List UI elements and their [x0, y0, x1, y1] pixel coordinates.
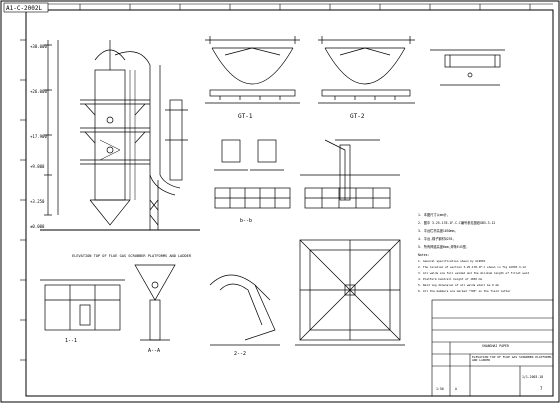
- note-7: 1. General specification shown by GL9001: [418, 259, 486, 263]
- plan-view: [295, 239, 405, 346]
- top-left-label: A1-C-2002L: [6, 5, 43, 12]
- top-right-detail: [430, 49, 505, 86]
- section-1-view: [40, 279, 125, 331]
- notes: 1. 本图尺寸以mm计， 2. 图中 3-25-178-1F-C-C编号参见图纸…: [418, 212, 529, 293]
- title-wrap: ELEVATION TOP OF FLUE GAS SCRUBBER PLATF…: [472, 356, 552, 363]
- elev-mark-1: +38.000: [30, 44, 47, 49]
- elev-mark-6: ±0.000: [30, 224, 45, 229]
- note-4: 4. 平台,梯子钢材Q235,: [418, 236, 454, 241]
- note-8: 2. The location of section 3-25-178-1F-C…: [418, 265, 526, 269]
- note-11: 5. Weld leg dimension of all welds shall…: [418, 283, 499, 287]
- elevation-marks: +38.000 +26.000 +17.900 +9.800 +3.250 ±0…: [30, 44, 47, 229]
- top-ruler: [26, 3, 553, 10]
- note-2: 2. 图中 3-25-178-1F-C-C编号参见图纸GB3-3-12: [418, 220, 495, 225]
- drawing-no: 1/1-2003-18: [522, 375, 543, 379]
- note-5: 5. 所有焊缝高度6mm,焊条E43型,: [418, 244, 468, 249]
- sheet-number: 7: [540, 386, 543, 391]
- elev-mark-2: +26.000: [30, 89, 47, 94]
- note-12: 6. All the members are marked "TOP" on t…: [418, 289, 511, 293]
- title-block: [431, 299, 554, 397]
- section-b-label: b--b: [240, 218, 252, 224]
- elev-mark-5: +3.250: [30, 199, 45, 204]
- rev: A: [455, 387, 457, 391]
- note-10: 4. Platform handrail height of 1050 mm: [418, 277, 482, 281]
- gt1-label: GT-1: [238, 113, 253, 120]
- elevation-view: [40, 40, 200, 231]
- drawing-title: ELEVATION TOP OF FLUE GAS SCRUBBER PLATF…: [472, 356, 552, 363]
- project-name: SHANGHAI PAPER: [482, 344, 509, 348]
- section-2-view: [209, 274, 280, 346]
- note-9: 3. All welds are full welded and the min…: [418, 271, 529, 275]
- inner-border: [25, 9, 554, 397]
- elev-mark-4: +9.800: [30, 164, 45, 169]
- gt2-label: GT-2: [350, 113, 365, 120]
- section-a-label: A--A: [148, 348, 160, 354]
- scale: 1:50: [436, 387, 444, 391]
- elev-mark-3: +17.900: [30, 134, 47, 139]
- section-a-view: [134, 264, 176, 341]
- gt1-view: [205, 36, 300, 104]
- section-2-label: 2--2: [234, 351, 246, 357]
- note-3: 3. 平台栏杆高度1050mm，: [418, 228, 458, 233]
- section-1-label: 1--1: [65, 338, 77, 344]
- left-ruler: [20, 39, 26, 361]
- note-1: 1. 本图尺寸以mm计，: [418, 212, 450, 217]
- note-6: Notes:: [418, 253, 430, 257]
- middle-details: [214, 139, 400, 209]
- top-left-label-box: [3, 2, 49, 13]
- gt2-view: [318, 36, 415, 104]
- elevation-label: ELEVATION TOP OF FLUE GAS SCRUBBER PLATF…: [72, 254, 192, 258]
